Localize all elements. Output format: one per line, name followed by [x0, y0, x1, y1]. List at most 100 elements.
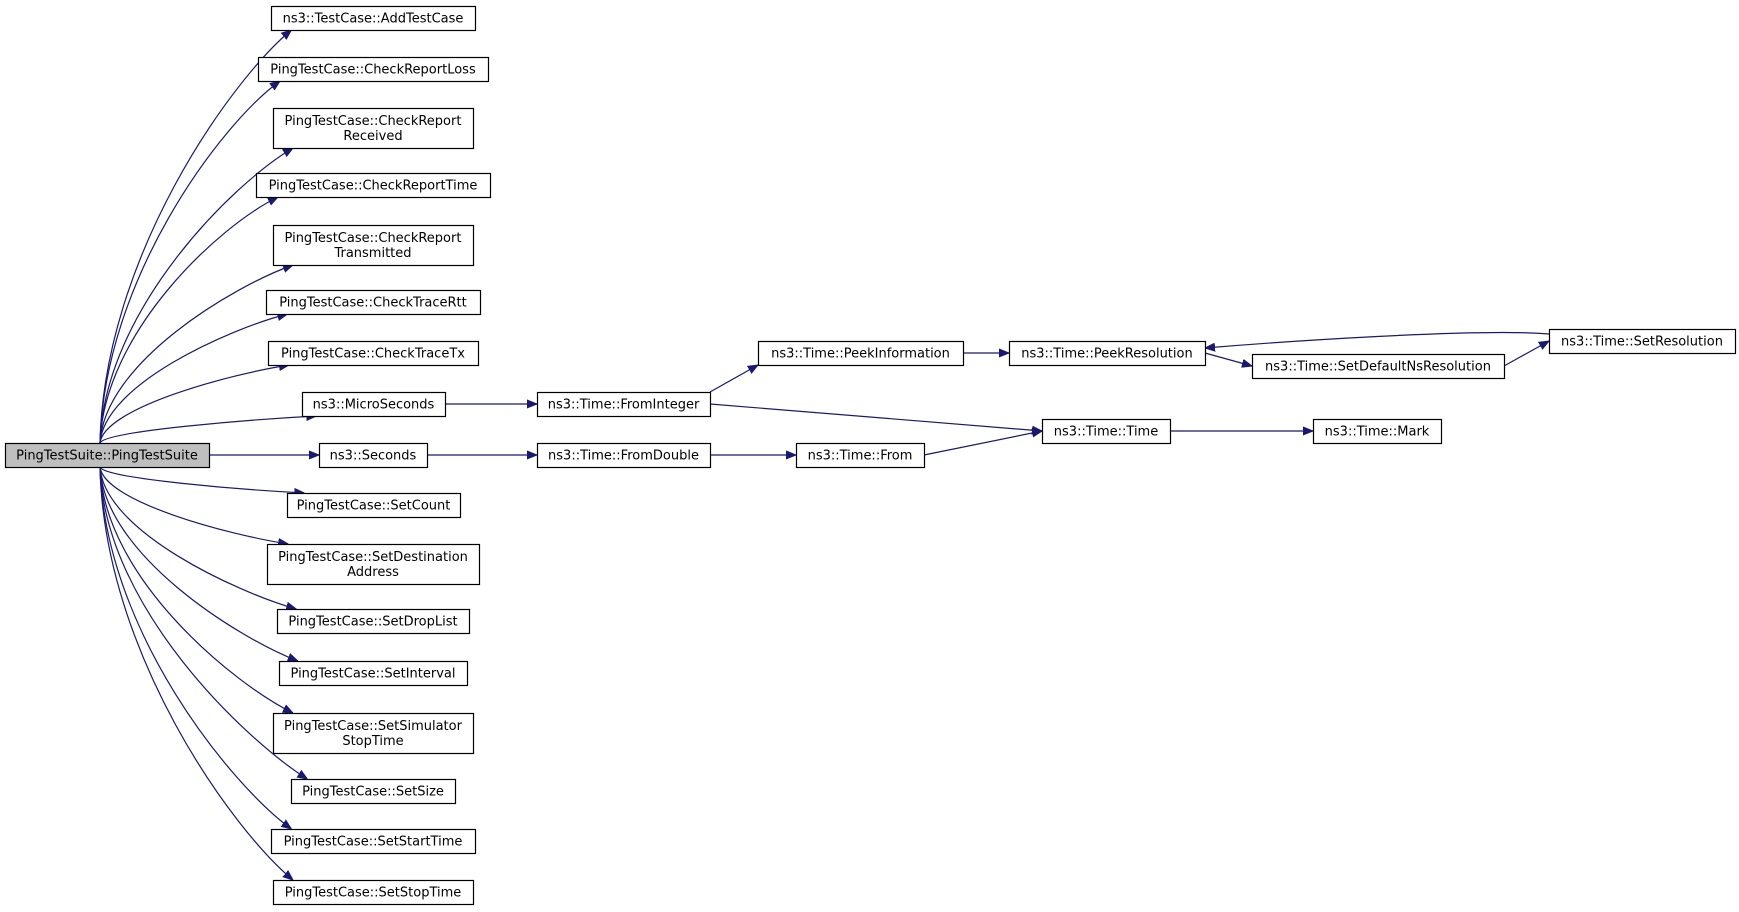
- node-label: ns3::Time::FromDouble: [548, 449, 699, 464]
- node-box: [1312, 418, 1443, 445]
- node-box: [270, 5, 477, 32]
- edge-root-to-setstarttime: [99, 466, 291, 829]
- node-label: PingTestCase::SetDestination: [278, 550, 468, 565]
- edge-root-to-checkreporttime: [99, 197, 278, 444]
- node-box: [272, 224, 475, 267]
- edge-root-to-setdestinationaddress: [99, 466, 288, 544]
- node-checkreportloss[interactable]: PingTestCase::CheckReportLoss: [257, 56, 490, 83]
- node-box: [795, 442, 926, 469]
- node-label: ns3::Time::SetResolution: [1561, 335, 1723, 350]
- node-box: [1041, 418, 1172, 445]
- node-label: ns3::Time::PeekInformation: [771, 347, 950, 362]
- node-setsize[interactable]: PingTestCase::SetSize: [290, 778, 457, 805]
- node-label: ns3::Time::PeekResolution: [1021, 347, 1192, 362]
- node-box: [270, 828, 477, 855]
- node-label: ns3::Time::From: [808, 449, 913, 464]
- edge-root-to-setsize: [99, 466, 307, 779]
- edge-from-to-time: [923, 431, 1042, 456]
- node-box: [255, 172, 492, 199]
- nodes-layer: PingTestSuite::PingTestSuite ns3::TestCas…: [4, 5, 1737, 906]
- node-setcount[interactable]: PingTestCase::SetCount: [286, 492, 462, 519]
- node-setdroplist[interactable]: PingTestCase::SetDropList: [276, 608, 471, 635]
- node-box: [265, 289, 482, 316]
- node-checkreporttime[interactable]: PingTestCase::CheckReportTime: [255, 172, 492, 199]
- node-box: [301, 391, 447, 418]
- node-box: [257, 56, 490, 83]
- node-label: PingTestCase::SetSize: [302, 785, 444, 800]
- node-label: ns3::Time::SetDefaultNsResolution: [1265, 360, 1491, 375]
- edge-root-to-checkreportloss: [99, 81, 280, 444]
- node-mark[interactable]: ns3::Time::Mark: [1312, 418, 1443, 445]
- node-label: PingTestCase::CheckTraceRtt: [279, 296, 467, 311]
- node-peekinformation[interactable]: ns3::Time::PeekInformation: [757, 340, 965, 367]
- node-box: [272, 107, 475, 150]
- node-box: [536, 391, 712, 418]
- edge-setresolution-to-peekresolution: [1205, 331, 1550, 348]
- node-from[interactable]: ns3::Time::From: [795, 442, 926, 469]
- edge-peekresolution-to-setdefaultnsresolution: [1204, 352, 1252, 366]
- node-seconds[interactable]: ns3::Seconds: [318, 442, 429, 469]
- node-checktracetx[interactable]: PingTestCase::CheckTraceTx: [267, 340, 480, 367]
- node-label: StopTime: [342, 734, 403, 749]
- node-root[interactable]: PingTestSuite::PingTestSuite: [4, 442, 211, 469]
- edge-root-to-setsimulatorstoptime: [99, 466, 293, 713]
- node-label: ns3::Time::Mark: [1325, 425, 1430, 440]
- node-addtestcase[interactable]: ns3::TestCase::AddTestCase: [270, 5, 477, 32]
- node-setstoptime[interactable]: PingTestCase::SetStopTime: [272, 879, 475, 906]
- node-label: PingTestCase::CheckReportTime: [269, 179, 478, 194]
- node-label: ns3::Time::Time: [1054, 425, 1158, 440]
- node-box: [4, 442, 211, 469]
- node-peekresolution[interactable]: ns3::Time::PeekResolution: [1008, 340, 1207, 367]
- edge-root-to-setcount: [99, 466, 304, 493]
- node-label: PingTestCase::SetSimulator: [284, 719, 463, 734]
- node-box: [290, 778, 457, 805]
- node-box: [272, 712, 475, 755]
- node-label: Received: [343, 129, 402, 144]
- node-time[interactable]: ns3::Time::Time: [1041, 418, 1172, 445]
- edge-root-to-checkreportreceived: [99, 148, 293, 444]
- node-box: [267, 340, 480, 367]
- node-label: PingTestCase::CheckReport: [285, 114, 462, 129]
- node-label: PingTestCase::SetInterval: [291, 667, 456, 682]
- node-label: ns3::Seconds: [330, 449, 417, 464]
- node-label: PingTestCase::CheckTraceTx: [281, 347, 465, 362]
- node-label: Address: [347, 565, 399, 580]
- node-checktracertt[interactable]: PingTestCase::CheckTraceRtt: [265, 289, 482, 316]
- node-label: PingTestCase::SetCount: [297, 499, 451, 514]
- node-box: [286, 492, 462, 519]
- node-box: [276, 608, 471, 635]
- edge-root-to-setstoptime: [99, 466, 293, 880]
- node-label: PingTestCase::SetDropList: [288, 615, 457, 630]
- node-fromdouble[interactable]: ns3::Time::FromDouble: [536, 442, 712, 469]
- node-label: PingTestCase::CheckReportLoss: [270, 63, 476, 78]
- edge-root-to-addtestcase: [99, 30, 291, 444]
- edge-setdefaultnsresolution-to-setresolution: [1503, 341, 1549, 367]
- node-label: ns3::Time::FromInteger: [548, 398, 700, 413]
- node-box: [1548, 328, 1737, 355]
- edge-frominteger-to-time: [709, 403, 1042, 431]
- node-box: [278, 660, 469, 687]
- node-setstarttime[interactable]: PingTestCase::SetStartTime: [270, 828, 477, 855]
- node-box: [536, 442, 712, 469]
- edge-root-to-microseconds: [99, 416, 316, 444]
- node-box: [272, 879, 475, 906]
- node-microseconds[interactable]: ns3::MicroSeconds: [301, 391, 447, 418]
- edge-root-to-checktracetx: [99, 365, 289, 444]
- node-label: Transmitted: [333, 246, 411, 261]
- node-box: [1008, 340, 1207, 367]
- node-frominteger[interactable]: ns3::Time::FromInteger: [536, 391, 712, 418]
- node-box: [757, 340, 965, 367]
- node-label: PingTestCase::SetStartTime: [284, 835, 463, 850]
- node-setinterval[interactable]: PingTestCase::SetInterval: [278, 660, 469, 687]
- node-box: [1251, 353, 1506, 380]
- node-setdefaultnsresolution[interactable]: ns3::Time::SetDefaultNsResolution: [1251, 353, 1506, 380]
- edges-layer: [99, 30, 1550, 880]
- edge-root-to-checktracertt: [99, 314, 287, 444]
- node-setresolution[interactable]: ns3::Time::SetResolution: [1548, 328, 1737, 355]
- node-box: [318, 442, 429, 469]
